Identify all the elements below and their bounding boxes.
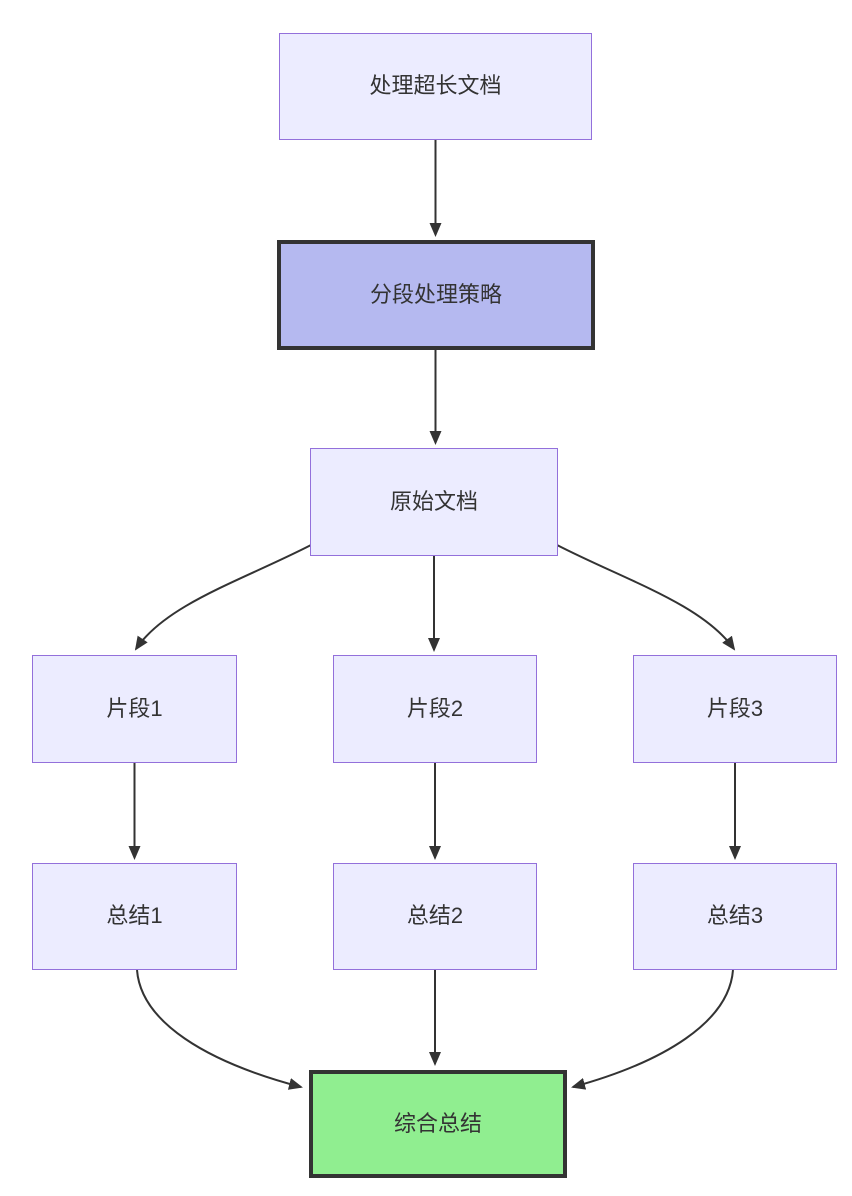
node-original-document: 原始文档 xyxy=(310,448,558,556)
node-segment-1: 片段1 xyxy=(32,655,237,763)
node-segmentation-strategy: 分段处理策略 xyxy=(277,240,595,350)
node-label: 片段2 xyxy=(406,695,464,721)
node-process-long-document: 处理超长文档 xyxy=(279,33,592,140)
node-summary-3: 总结3 xyxy=(633,863,837,970)
node-segment-3: 片段3 xyxy=(633,655,837,763)
node-label: 总结3 xyxy=(706,903,764,929)
edge-sum1-final xyxy=(136,969,303,1090)
edge-sum3-final xyxy=(571,969,734,1090)
node-segment-2: 片段2 xyxy=(333,655,537,763)
node-summary-1: 总结1 xyxy=(32,863,237,970)
node-label: 综合总结 xyxy=(393,1110,482,1136)
node-label: 总结2 xyxy=(406,903,464,929)
node-label: 片段3 xyxy=(706,695,764,721)
node-label: 总结1 xyxy=(106,903,163,929)
node-combined-summary: 综合总结 xyxy=(309,1070,567,1178)
node-label: 片段1 xyxy=(106,695,163,721)
node-summary-2: 总结2 xyxy=(333,863,537,970)
node-label: 处理超长文档 xyxy=(369,73,502,99)
node-label: 分段处理策略 xyxy=(369,281,502,307)
edge-doc-seg1 xyxy=(134,544,312,651)
edge-doc-seg3 xyxy=(556,544,736,651)
node-label: 原始文档 xyxy=(389,488,478,514)
